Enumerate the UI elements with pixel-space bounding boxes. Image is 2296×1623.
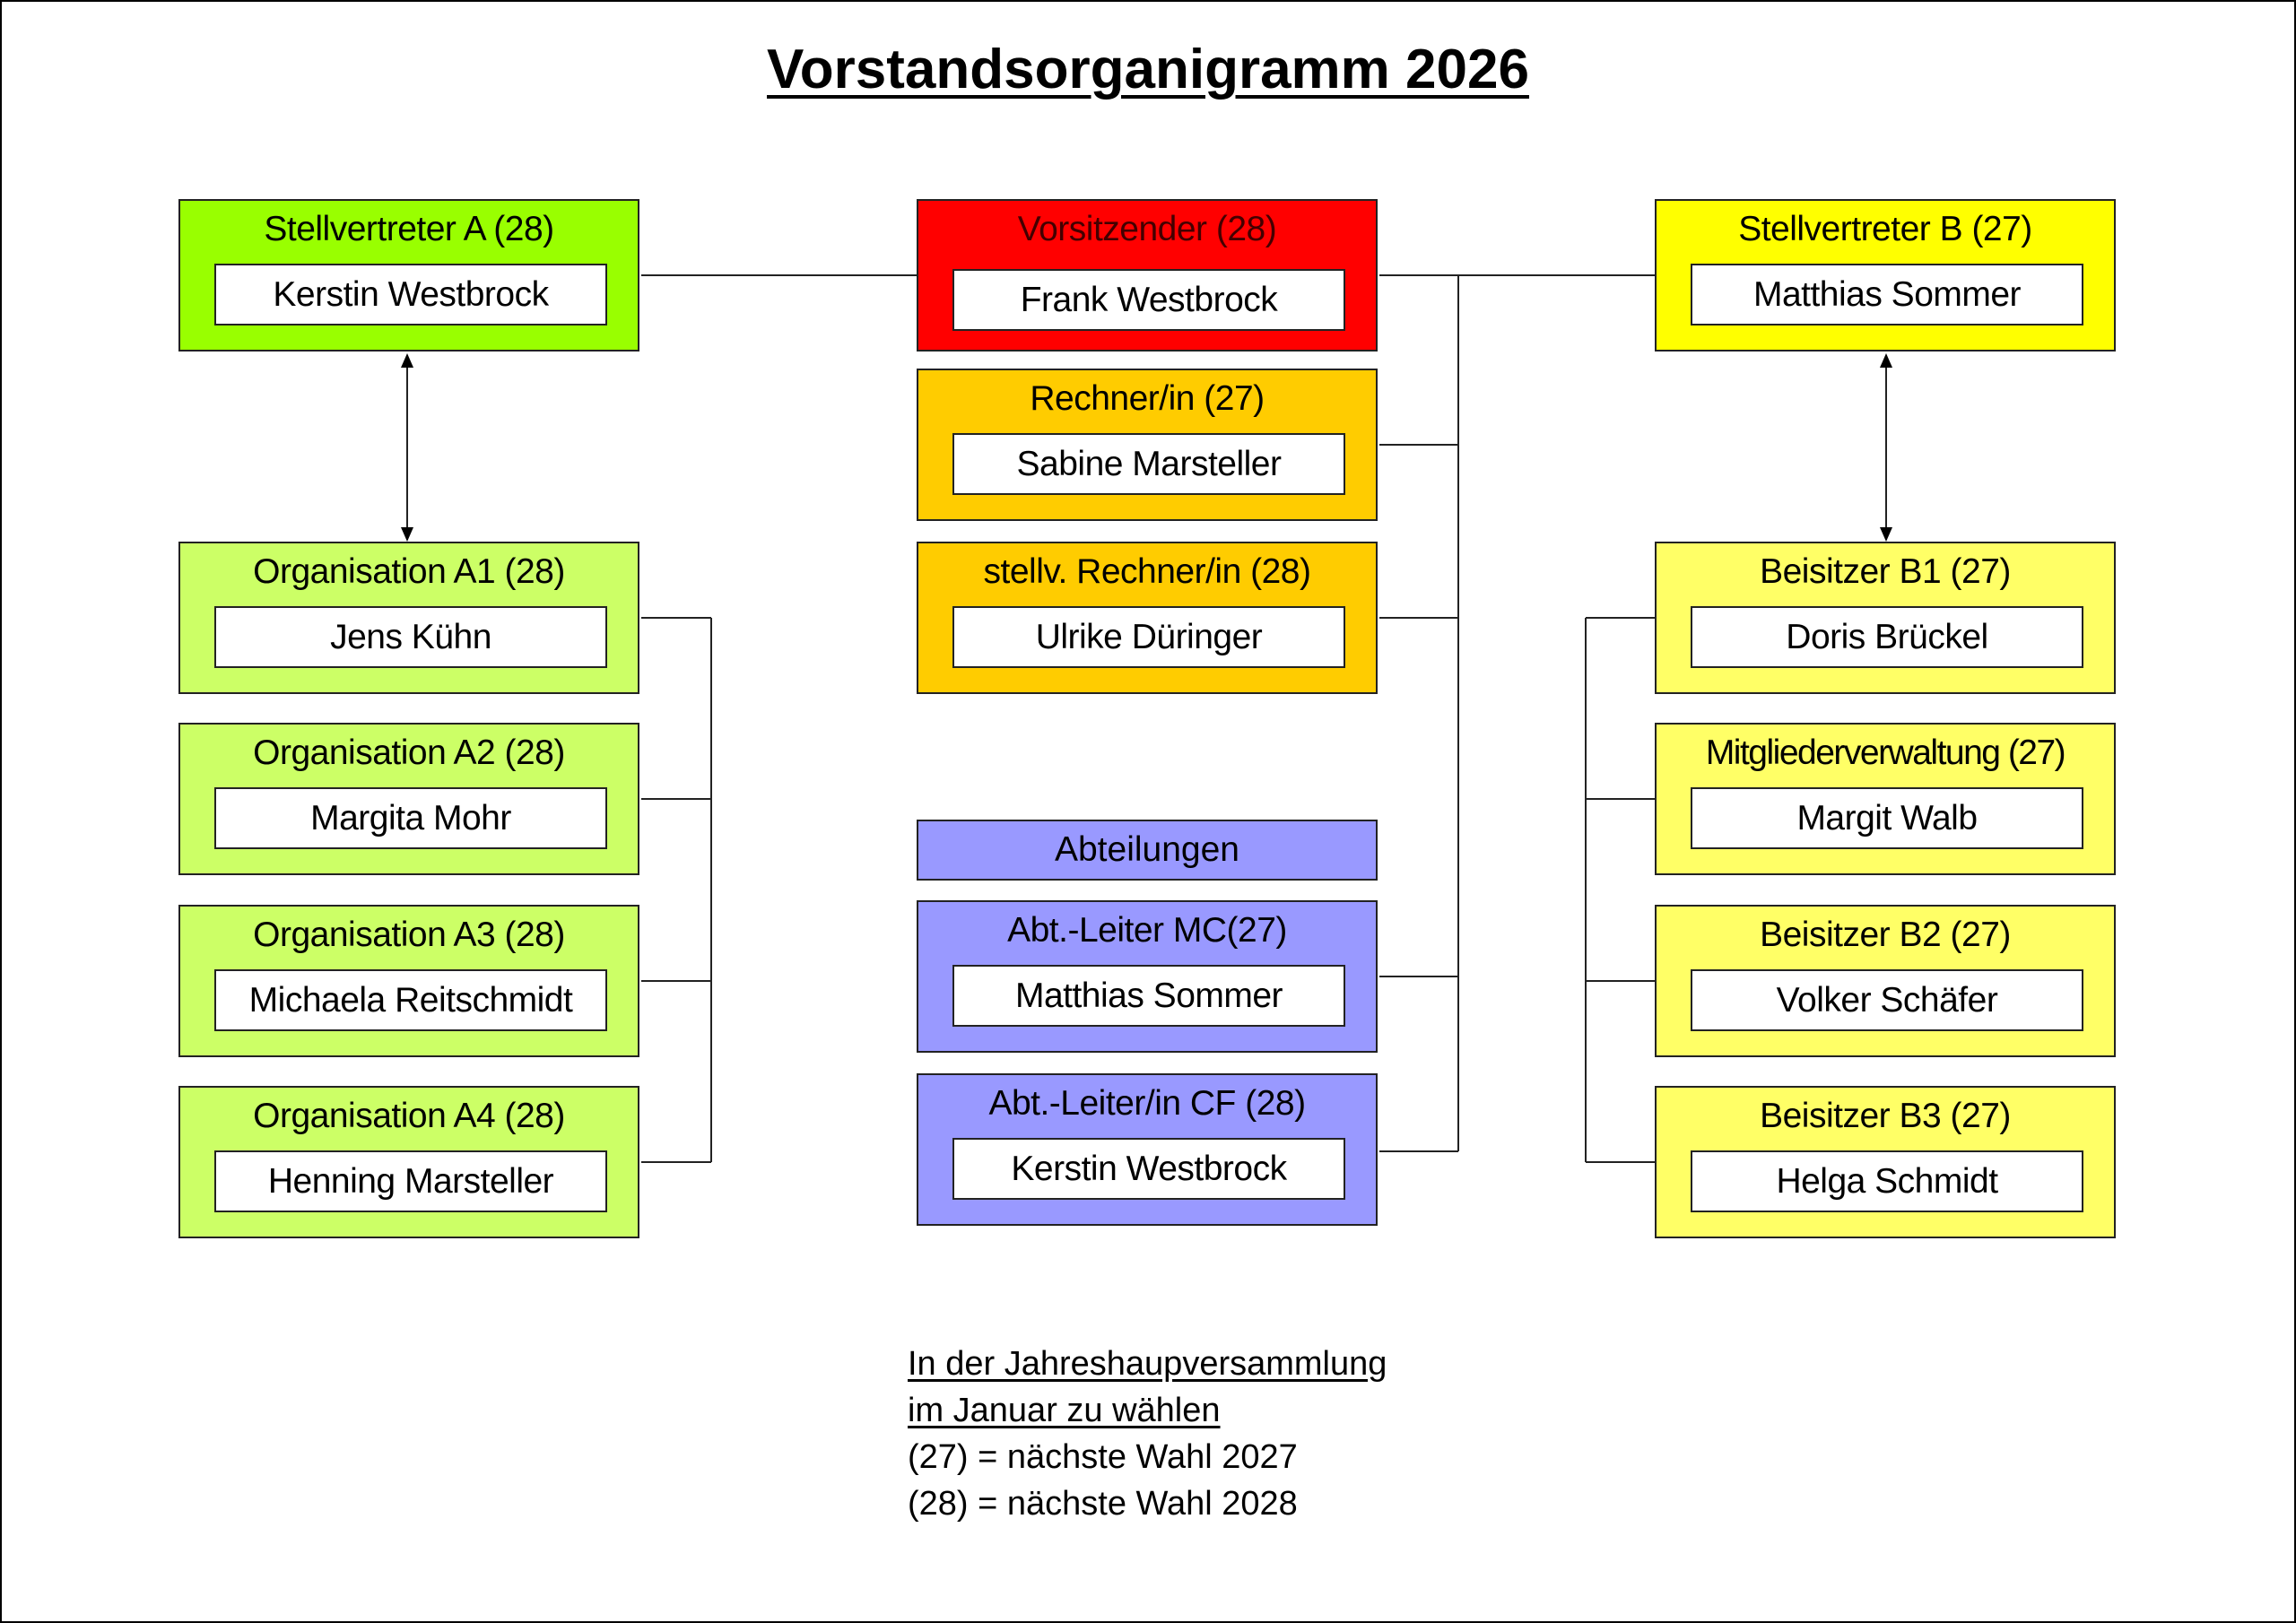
person-name: Sabine Marsteller <box>952 433 1345 495</box>
legend-28: (28) = nächste Wahl 2028 <box>908 1485 1298 1523</box>
role-label: Beisitzer B3 (27) <box>1760 1097 2011 1135</box>
person-name: Henning Marsteller <box>214 1150 607 1212</box>
person-name: Margit Walb <box>1691 787 2083 849</box>
role-label: Stellvertreter A (28) <box>264 210 554 248</box>
role-label: stellv. Rechner/in (28) <box>983 552 1311 591</box>
person-name: Doris Brückel <box>1691 606 2083 668</box>
box-abt-leiter-cf: Abt.-Leiter/in CF (28) Kerstin Westbrock <box>917 1073 1378 1226</box>
legend-27: (27) = nächste Wahl 2027 <box>908 1438 1298 1476</box>
box-beisitzer-b3: Beisitzer B3 (27) Helga Schmidt <box>1655 1086 2116 1238</box>
person-name: Kerstin Westbrock <box>952 1138 1345 1200</box>
person-name: Margita Mohr <box>214 787 607 849</box>
box-organisation-a2: Organisation A2 (28) Margita Mohr <box>178 723 639 875</box>
role-label: Stellvertreter B (27) <box>1738 210 2032 248</box>
box-organisation-a3: Organisation A3 (28) Michaela Reitschmid… <box>178 905 639 1057</box>
person-name: Volker Schäfer <box>1691 969 2083 1031</box>
page-title: Vorstandsorganigramm 2026 <box>0 38 2296 101</box>
person-name: Matthias Sommer <box>952 965 1345 1027</box>
box-stellv-rechner: stellv. Rechner/in (28) Ulrike Düringer <box>917 542 1378 694</box>
role-label: Organisation A1 (28) <box>253 552 565 591</box>
role-label: Beisitzer B1 (27) <box>1760 552 2011 591</box>
person-name: Kerstin Westbrock <box>214 264 607 325</box>
role-label: Organisation A2 (28) <box>253 733 565 772</box>
person-name: Helga Schmidt <box>1691 1150 2083 1212</box>
role-label: Abt.-Leiter/in CF (28) <box>988 1084 1306 1123</box>
box-rechner: Rechner/in (27) Sabine Marsteller <box>917 369 1378 521</box>
person-name: Jens Kühn <box>214 606 607 668</box>
box-organisation-a4: Organisation A4 (28) Henning Marsteller <box>178 1086 639 1238</box>
box-vorsitzender: Vorsitzender (28) Frank Westbrock <box>917 199 1378 352</box>
role-label: Mitgliederverwaltung (27) <box>1705 733 2066 772</box>
box-abt-leiter-mc: Abt.-Leiter MC(27) Matthias Sommer <box>917 900 1378 1053</box>
role-label: Rechner/in (27) <box>1030 379 1265 418</box>
box-stellvertreter-a: Stellvertreter A (28) Kerstin Westbrock <box>178 199 639 352</box>
role-label: Organisation A3 (28) <box>253 916 565 954</box>
box-organisation-a1: Organisation A1 (28) Jens Kühn <box>178 542 639 694</box>
person-name: Ulrike Düringer <box>952 606 1345 668</box>
box-stellvertreter-b: Stellvertreter B (27) Matthias Sommer <box>1655 199 2116 352</box>
departments-header: Abteilungen <box>917 820 1378 881</box>
role-label: Beisitzer B2 (27) <box>1760 916 2011 954</box>
title-text: Vorstandsorganigramm 2026 <box>767 39 1529 100</box>
footer-note-line1: In der Jahreshaupversammlung <box>908 1345 1387 1383</box>
role-label: Abt.-Leiter MC(27) <box>1007 911 1287 950</box>
arrow-down-icon <box>1880 527 1892 542</box>
role-label: Organisation A4 (28) <box>253 1097 565 1135</box>
box-mitgliederverwaltung: Mitgliederverwaltung (27) Margit Walb <box>1655 723 2116 875</box>
role-label: Vorsitzender (28) <box>1017 210 1277 248</box>
footer-note-line2: im Januar zu wählen <box>908 1392 1221 1429</box>
box-beisitzer-b2: Beisitzer B2 (27) Volker Schäfer <box>1655 905 2116 1057</box>
box-beisitzer-b1: Beisitzer B1 (27) Doris Brückel <box>1655 542 2116 694</box>
person-name: Matthias Sommer <box>1691 264 2083 325</box>
arrow-up-icon <box>401 353 413 368</box>
arrow-down-icon <box>401 527 413 542</box>
arrow-up-icon <box>1880 353 1892 368</box>
person-name: Frank Westbrock <box>952 269 1345 331</box>
person-name: Michaela Reitschmidt <box>214 969 607 1031</box>
